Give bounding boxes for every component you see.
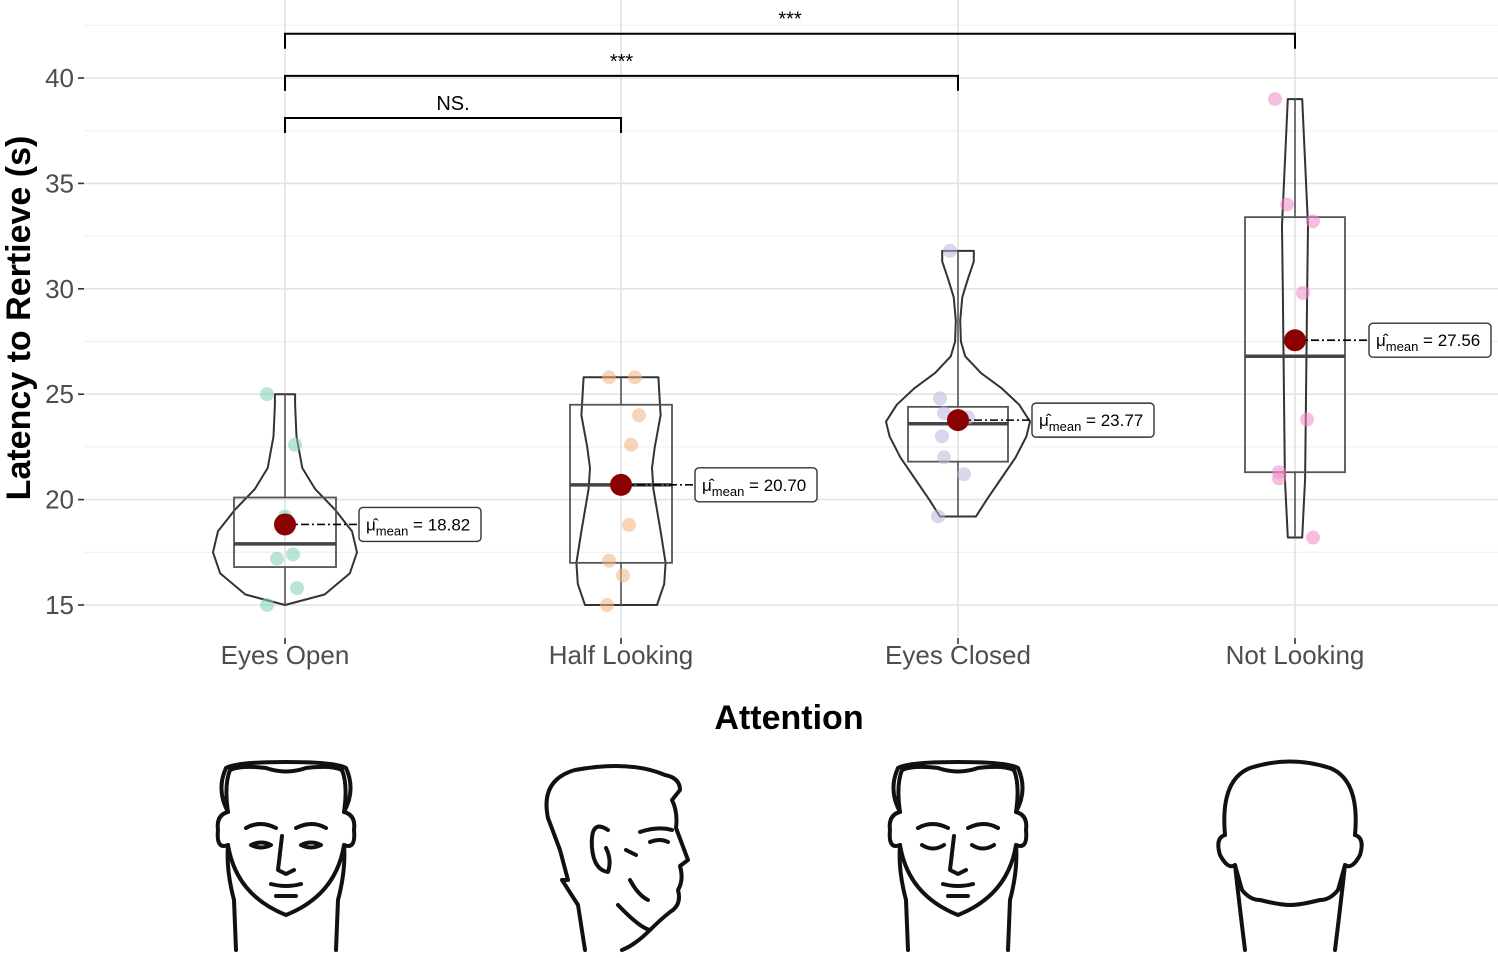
data-point [622, 517, 636, 532]
significance-label: *** [610, 51, 634, 73]
significance-bracket [284, 74, 959, 91]
mean-label-box [1368, 322, 1492, 358]
significance-bracket [284, 117, 622, 134]
data-point [937, 406, 951, 421]
data-point [260, 387, 274, 402]
data-point [288, 437, 302, 452]
significance-label: NS. [436, 93, 469, 115]
y-axis: 15 20 25 30 35 40 [45, 63, 84, 620]
means: μ̂mean = 18.82 μ̂mean = 20.70 μ̂mean = 23.… [274, 322, 1492, 543]
data-point [616, 568, 630, 583]
grid [84, 0, 1498, 638]
mean-point [1284, 329, 1306, 352]
y-tick-label: 25 [45, 379, 74, 409]
data-point [602, 370, 616, 385]
significance-label: *** [778, 9, 802, 31]
data-point [270, 551, 284, 566]
data-point [931, 509, 945, 524]
data-point [933, 391, 947, 406]
mean-point [274, 513, 296, 536]
mean-label-box [358, 506, 482, 543]
significance-bracket [284, 32, 1296, 49]
head-back-icon [1216, 759, 1364, 952]
mean-label: μ̂mean = 27.56 [1376, 331, 1480, 354]
y-axis-title: Latency to Rertieve (s) [0, 136, 38, 501]
box [1244, 216, 1346, 474]
mean-point [947, 409, 969, 432]
y-tick-label: 20 [45, 485, 74, 515]
data-point [260, 598, 274, 612]
face-front-eyes-open-icon [215, 760, 357, 952]
face-front-eyes-closed-icon [887, 760, 1029, 952]
y-tick-label: 15 [45, 590, 74, 620]
data-point [286, 547, 300, 562]
data-point [632, 408, 646, 423]
box [233, 496, 337, 568]
mean-label: μ̂mean = 23.77 [1039, 411, 1143, 434]
violin [1281, 98, 1309, 539]
x-tick-label: Not Looking [1226, 640, 1365, 670]
data-point [1272, 471, 1286, 486]
data-point [957, 467, 971, 482]
data-point [937, 450, 951, 465]
x-axis: Eyes Open Half Looking Eyes Closed Not Look… [221, 638, 1365, 670]
data-point [600, 598, 614, 612]
mean-label: μ̂mean = 18.82 [366, 515, 470, 538]
data-point [624, 437, 638, 452]
data-point [1296, 286, 1310, 301]
mean-point [610, 473, 632, 496]
data-point [1306, 214, 1320, 229]
data-point [1306, 530, 1320, 545]
y-tick-label: 30 [45, 274, 74, 304]
data-point [935, 429, 949, 444]
data-point [943, 243, 957, 258]
data-point [1280, 197, 1294, 212]
data-point [602, 553, 616, 568]
box [907, 405, 1009, 463]
data-point [628, 370, 642, 385]
mean-label-box [694, 467, 818, 503]
x-tick-label: Eyes Closed [885, 640, 1031, 670]
y-tick-label: 35 [45, 168, 74, 198]
points [260, 92, 1320, 612]
face-profile-icon [544, 764, 690, 952]
x-axis-title: Attention [714, 699, 863, 737]
significance-brackets: NS. *** *** [284, 9, 1296, 134]
data-point [1268, 92, 1282, 107]
data-point [290, 581, 304, 596]
data-point [1300, 412, 1314, 427]
mean-label-box [1031, 402, 1155, 438]
x-tick-label: Eyes Open [221, 640, 350, 670]
violin [575, 376, 667, 606]
mean-label: μ̂mean = 20.70 [702, 476, 806, 499]
x-tick-label: Half Looking [549, 640, 694, 670]
violin [885, 249, 1031, 518]
y-tick-label: 40 [45, 63, 74, 93]
